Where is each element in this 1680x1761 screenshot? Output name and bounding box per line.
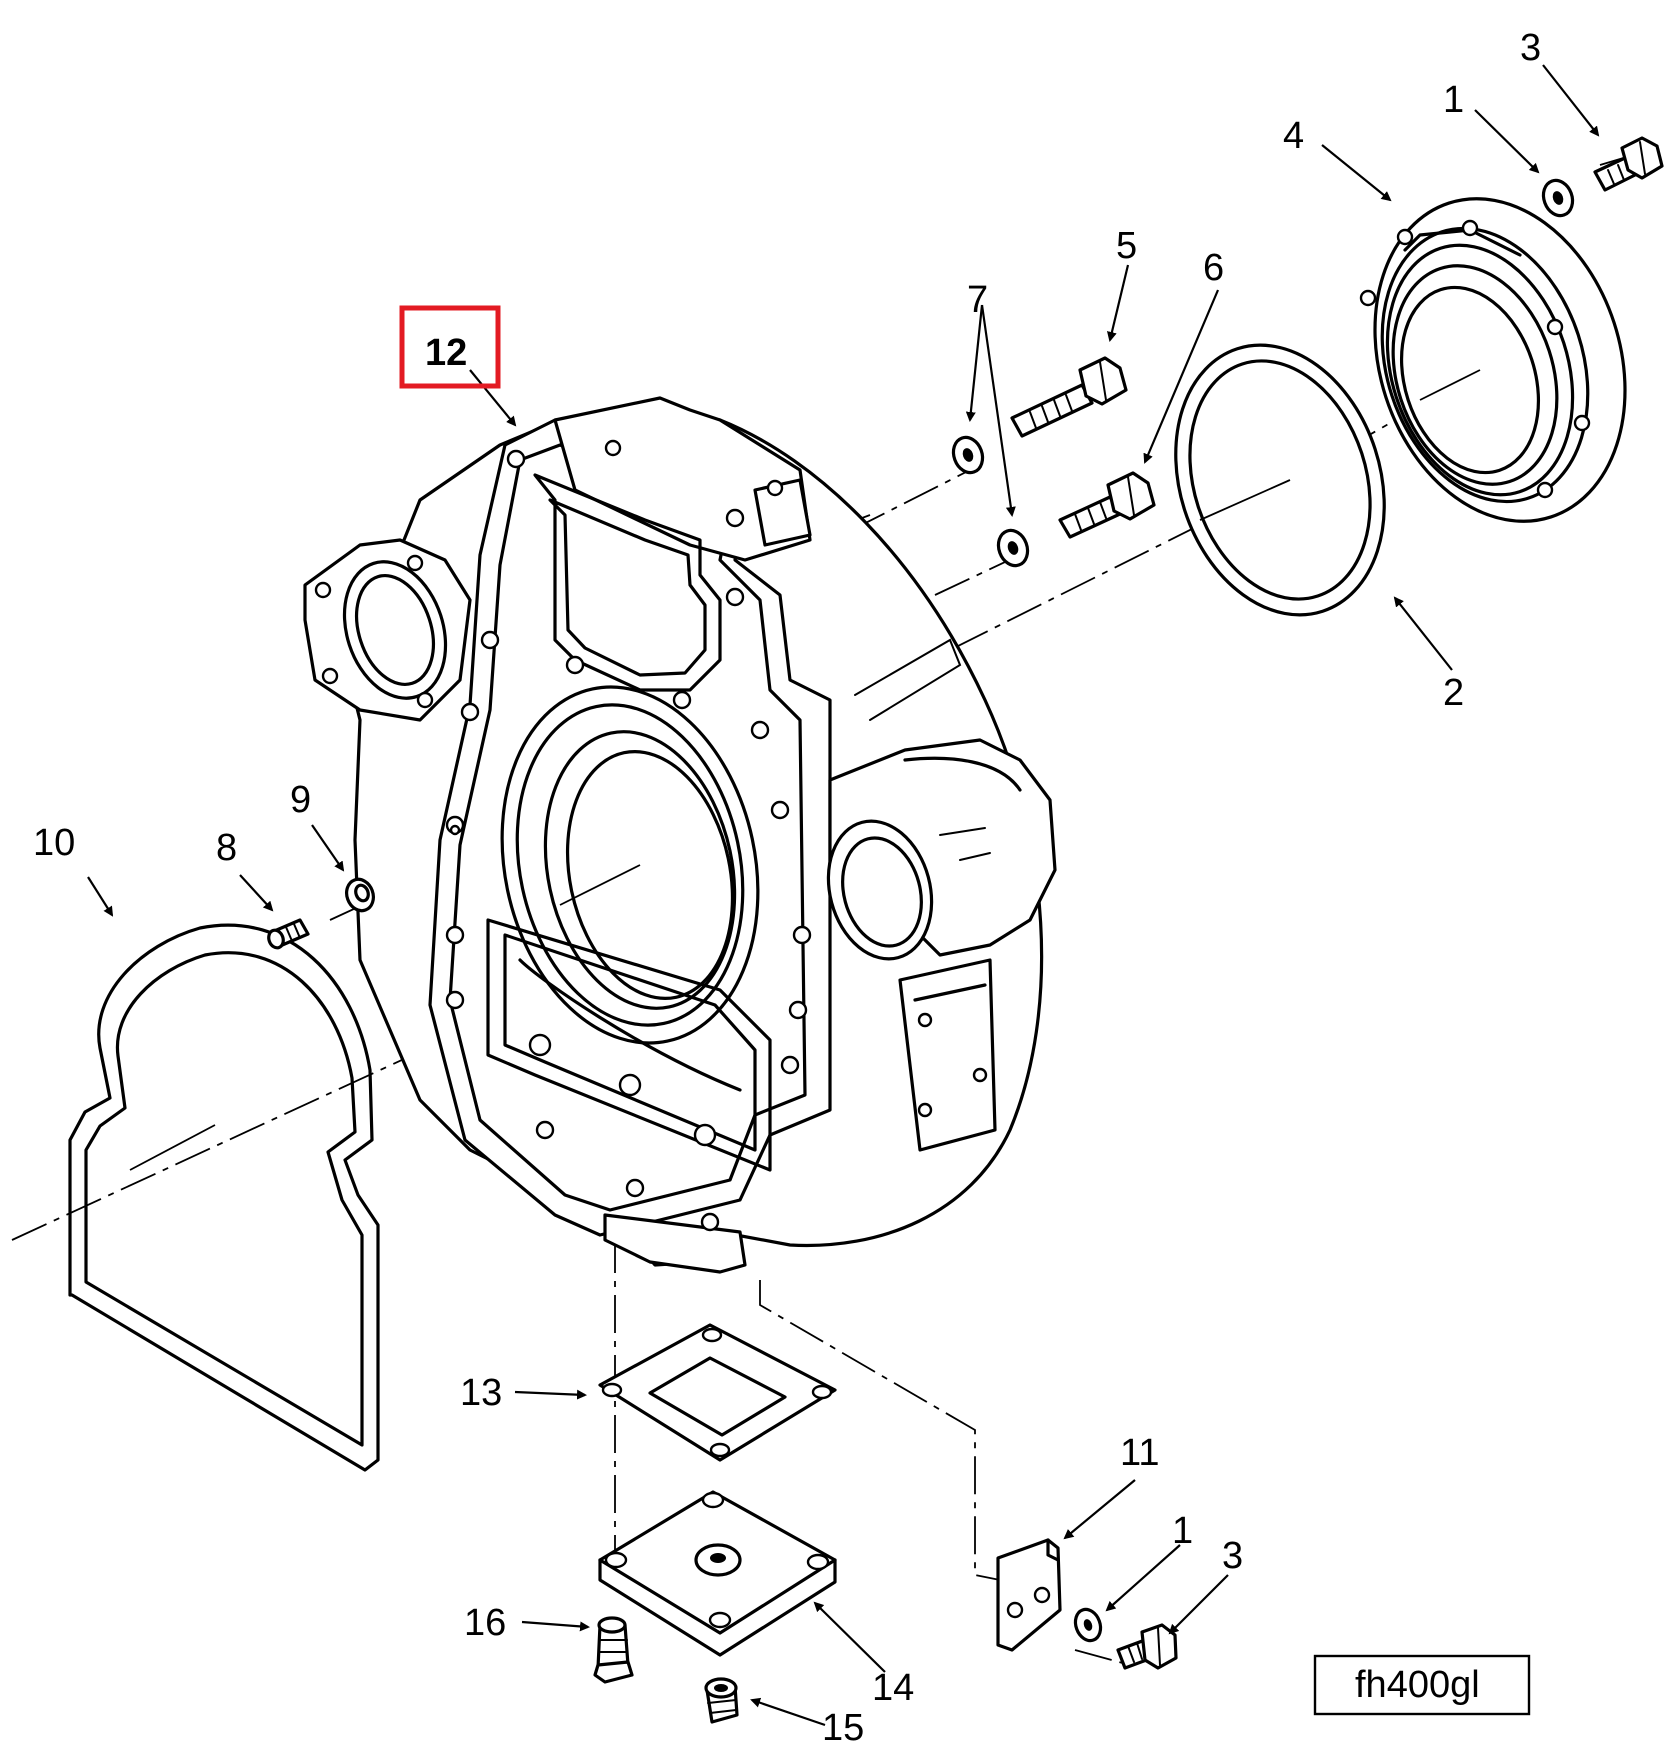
callout-12-highlight-box <box>399 305 501 389</box>
callout-12: 12 <box>425 332 467 374</box>
callout-9: 9 <box>290 779 311 821</box>
callout-15: 15 <box>822 1707 864 1749</box>
figure-tag-box <box>1313 1654 1531 1716</box>
cover-gasket-part-13 <box>598 1323 837 1462</box>
bushing-part-9 <box>345 877 375 913</box>
capscrew-part-5 <box>1010 356 1128 438</box>
plug-part-15 <box>704 1677 739 1724</box>
washer-part-7-upper <box>951 435 985 475</box>
access-cover-part-14 <box>598 1490 837 1657</box>
washer-part-1-bottom <box>1073 1607 1103 1643</box>
callout-6: 6 <box>1203 247 1224 289</box>
capscrew-part-3-top <box>1593 136 1664 192</box>
dowel-pin-part-8 <box>267 918 310 950</box>
callout-5: 5 <box>1116 225 1137 267</box>
plug-part-16 <box>593 1616 634 1684</box>
housing-gasket-part-10 <box>68 923 380 1472</box>
callout-16: 16 <box>464 1602 506 1644</box>
callout-2: 2 <box>1443 672 1464 714</box>
callout-10: 10 <box>33 822 75 864</box>
capscrew-part-6 <box>1058 471 1156 539</box>
housing-bolt-holes <box>445 439 988 1232</box>
bracket-part-11 <box>996 1538 1062 1652</box>
callout-labels: 3 1 4 5 6 7 12 2 9 10 8 13 11 1 3 16 14 … <box>33 27 1541 1749</box>
callout-4: 4 <box>1283 115 1304 157</box>
seal-ring-part-2 <box>1174 343 1386 617</box>
washer-part-7-lower <box>996 528 1030 568</box>
capscrew-part-3-bottom <box>1116 1623 1178 1670</box>
callout-8: 8 <box>216 827 237 869</box>
figure-tag-text: fh400gl <box>1355 1664 1480 1706</box>
leader-lines <box>87 64 1600 1727</box>
flywheel-housing-part-12 <box>303 396 1057 1274</box>
callout-7: 7 <box>967 279 988 321</box>
seal-housing-part-4 <box>1359 197 1627 523</box>
washer-part-1-top <box>1541 178 1575 218</box>
callout-11: 11 <box>1120 1432 1159 1474</box>
callout-3-top: 3 <box>1520 27 1541 69</box>
figure-tag: fh400gl <box>1313 1654 1531 1716</box>
callout-3-bottom: 3 <box>1222 1535 1243 1577</box>
callout-14: 14 <box>872 1667 914 1709</box>
callout-1-bottom: 1 <box>1172 1510 1193 1552</box>
callout-13: 13 <box>460 1372 502 1414</box>
callout-1-top: 1 <box>1443 79 1464 121</box>
